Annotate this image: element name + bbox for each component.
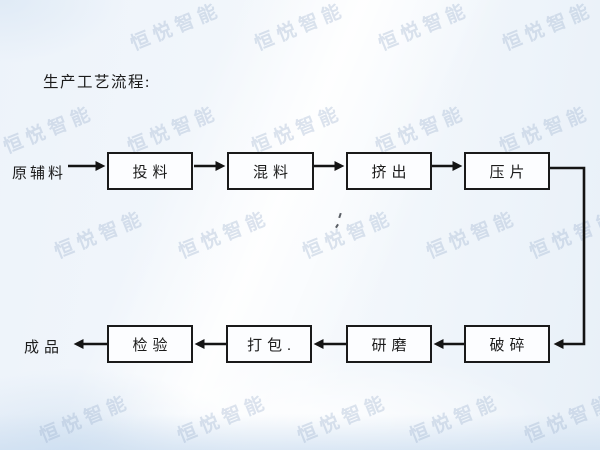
flow-box-feeding: 投料 (107, 152, 193, 190)
flow-label-raw-materials: 原辅料 (12, 166, 67, 182)
flow-box-crushing: 破碎 (464, 325, 550, 363)
flow-box-grinding: 研磨 (346, 325, 432, 363)
flow-box-packing: 打包. (226, 325, 312, 363)
flow-box-tableting: 压片 (464, 152, 550, 190)
flow-box-extrusion: 挤出 (346, 152, 432, 190)
page-title: 生产工艺流程: (43, 74, 151, 91)
connector-tableting-to-crushing (550, 166, 586, 349)
flow-box-inspection: 检验 (107, 325, 193, 363)
flow-box-mixing: 混料 (227, 152, 314, 190)
flow-label-finished-product: 成品 (24, 340, 65, 356)
